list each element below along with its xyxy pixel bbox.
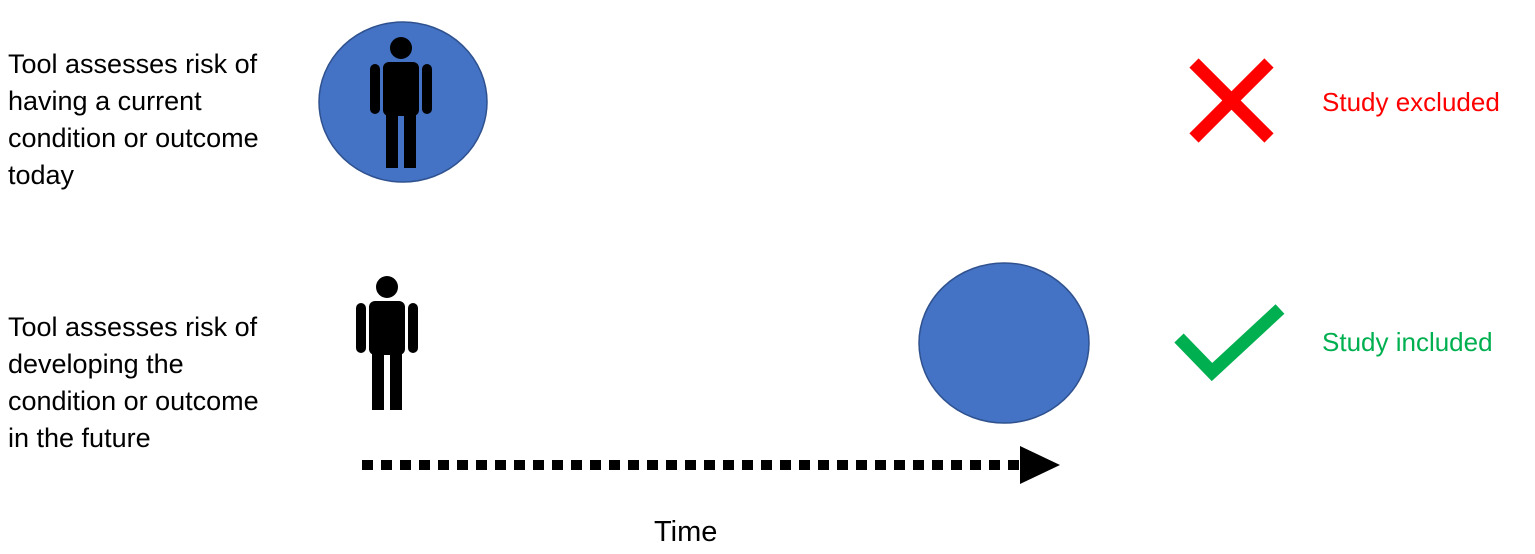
time-arrow-head [1020,446,1060,484]
cross-icon [1189,58,1274,143]
study-included-label: Study included [1322,327,1493,357]
future-risk-description: Tool assesses risk of developing the con… [8,312,259,453]
person-today-icon [356,276,418,410]
person-in-outcome-icon [370,37,432,168]
current-risk-description: Tool assesses risk of having a current c… [8,49,259,190]
checkmark-icon [1174,304,1285,382]
future-outcome-circle [918,262,1090,424]
study-excluded-label: Study excluded [1322,87,1500,117]
time-axis-label: Time [654,516,718,548]
